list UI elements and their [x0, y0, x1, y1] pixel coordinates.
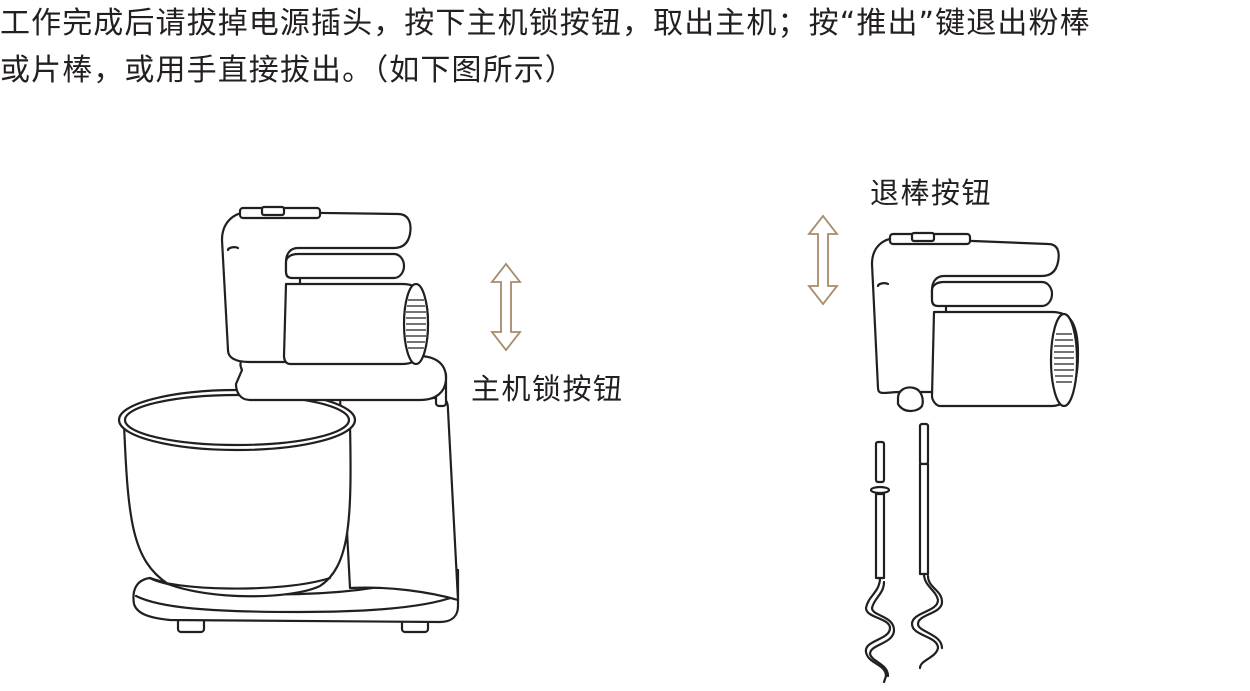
eject-button-part — [896, 386, 924, 413]
instruction-line-2: 或片棒，或用手直接拔出。（如下图所示） — [0, 53, 576, 88]
instruction-paragraph: 工作完成后请拔掉电源插头，按下主机锁按钮，取出主机；按“推出”键退出粉棒 或片棒… — [0, 0, 1250, 94]
stand-mixer-figure — [117, 205, 460, 634]
eject-button-label: 退棒按钮 — [870, 176, 993, 210]
hand-mixer-figure — [864, 231, 1080, 684]
mixer-column — [338, 370, 460, 602]
instruction-line-1: 工作完成后请拔掉电源插头，按下主机锁按钮，取出主机；按“推出”键退出粉棒 — [0, 6, 1091, 41]
mixing-bowl — [117, 388, 357, 598]
dough-hook-right — [910, 422, 944, 670]
mixer-head — [220, 205, 430, 366]
up-down-arrow-icon — [490, 262, 522, 352]
dough-hook-left — [864, 440, 896, 684]
up-down-arrow-icon — [807, 214, 839, 306]
main-lock-button-label: 主机锁按钮 — [471, 372, 624, 406]
